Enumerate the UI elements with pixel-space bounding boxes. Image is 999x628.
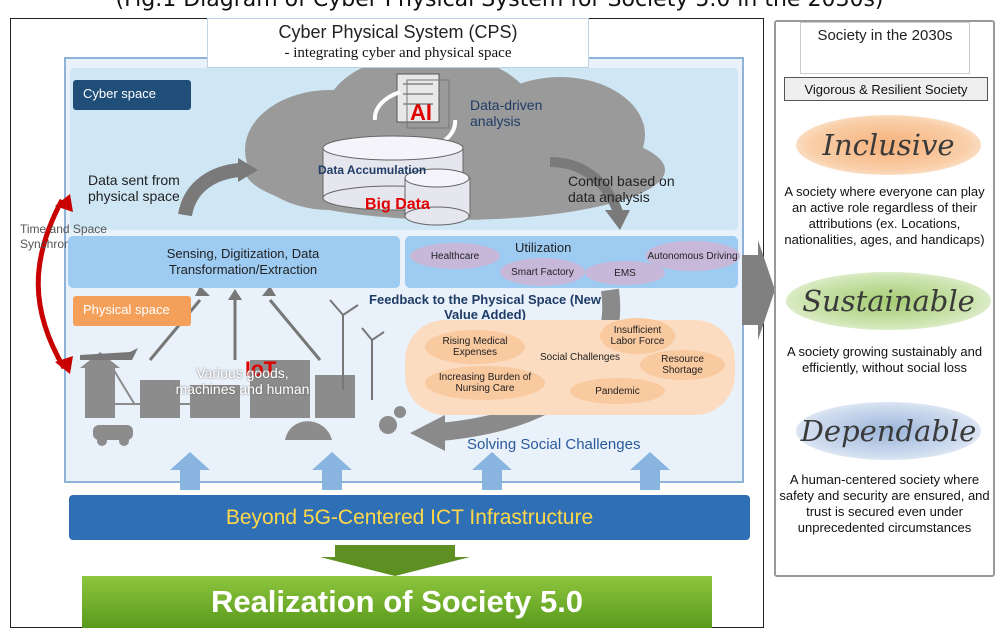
control-label: Control based on data analysis	[568, 173, 675, 205]
gear-icon	[379, 406, 406, 434]
server-icon	[396, 73, 450, 129]
solving-label: Solving Social Challenges	[467, 436, 641, 453]
various-goods-label: Various goods, machines and human	[175, 365, 310, 397]
util-item-smart-factory: Smart Factory	[500, 258, 585, 286]
vigorous-label: Vigorous & Resilient Society	[784, 77, 988, 101]
data-sent-label: Data sent from physical space	[88, 172, 180, 204]
data-driven-label: Data-driven analysis	[470, 97, 543, 129]
utilization-label: Utilization	[515, 240, 572, 255]
control-arrow	[549, 157, 623, 214]
value-inclusive-desc: A society where everyone can play an act…	[784, 184, 985, 247]
cps-title-box: Cyber Physical System (CPS) - integratin…	[207, 18, 589, 68]
airplane-icon	[80, 348, 138, 360]
challenge-resource: Resource Shortage	[640, 350, 725, 380]
value-dependable-desc: A human-centered society where safety an…	[779, 472, 990, 535]
cps-subtitle: - integrating cyber and physical space	[284, 45, 512, 61]
challenge-medical: Rising Medical Expenses	[425, 330, 525, 364]
data-accumulation-label: Data Accumulation	[318, 163, 427, 177]
infra-up-arrows	[170, 452, 670, 490]
bridge-icon	[85, 370, 190, 406]
cycle-arrow-left	[372, 90, 401, 121]
value-sustainable: Sustainable	[786, 272, 991, 330]
cps-title: Cyber Physical System (CPS)	[278, 22, 518, 42]
big-data-label: Big Data	[365, 196, 430, 213]
realization-bar: Realization of Society 5.0	[82, 576, 712, 628]
figure-caption: (Fig.1 Diagram of Cyber Physical System …	[0, 0, 999, 12]
wind-turbine-icon	[329, 299, 385, 400]
sync-arrow	[35, 198, 67, 370]
util-item-autonomous: Autonomous Driving	[645, 241, 740, 271]
value-inclusive: Inclusive	[796, 115, 981, 175]
infrastructure-bar: Beyond 5G-Centered ICT Infrastructure	[69, 495, 750, 540]
social-challenges-label: Social Challenges	[540, 352, 621, 363]
challenge-labor: Insufficient Labor Force	[600, 318, 675, 354]
value-sustainable-desc: A society growing sustainably and effici…	[786, 344, 983, 375]
iot-label: IoT	[245, 358, 277, 381]
ai-label: AI	[410, 100, 432, 125]
sensing-band: Sensing, Digitization, Data Transformati…	[68, 236, 400, 288]
feedback-label: Feedback to the Physical Space (New Valu…	[369, 292, 601, 322]
challenge-pandemic: Pandemic	[570, 378, 665, 404]
util-item-healthcare: Healthcare	[410, 243, 500, 269]
sensing-label: Sensing, Digitization, Data Transformati…	[166, 246, 320, 277]
down-arrow	[320, 545, 470, 576]
physical-space-label: Physical space	[73, 296, 191, 326]
value-dependable: Dependable	[796, 402, 981, 460]
util-item-ems: EMS	[585, 261, 665, 285]
cyber-space-label: Cyber space	[73, 80, 191, 110]
city-icon	[80, 352, 355, 446]
iot-arrows	[148, 299, 322, 361]
greenhouse-icon	[285, 421, 332, 440]
right-arrow	[742, 240, 775, 340]
society-title: Society in the 2030s	[800, 22, 970, 74]
data-sent-arrow	[178, 163, 241, 217]
challenge-nursing: Increasing Burden of Nursing Care	[425, 366, 545, 400]
database-icon	[322, 135, 471, 226]
